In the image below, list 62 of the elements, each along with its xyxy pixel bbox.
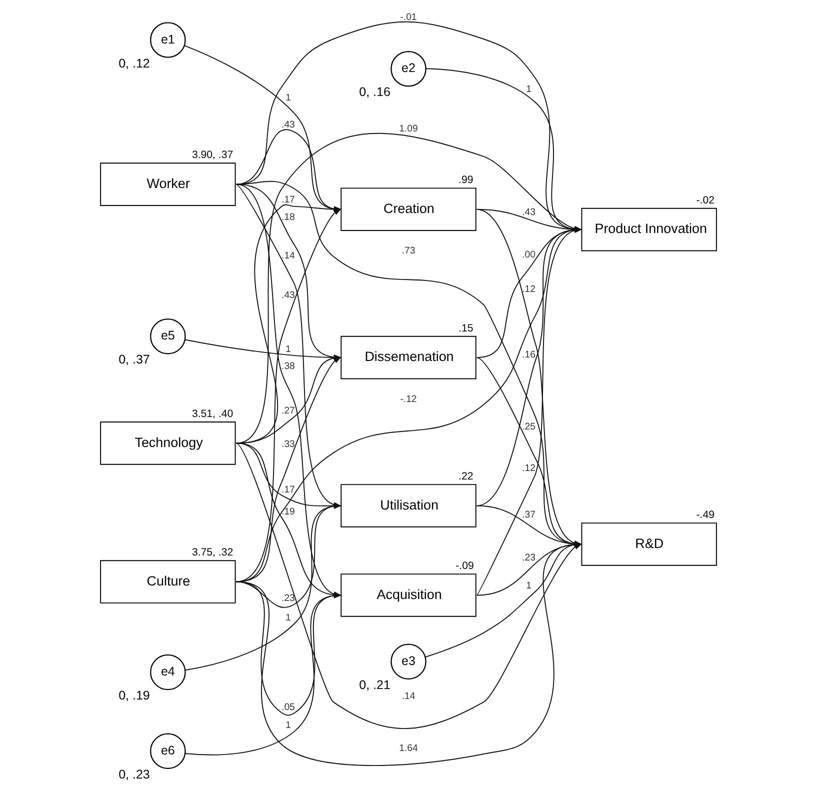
node-box: R&D (581, 522, 717, 566)
edge-label: .38 (282, 361, 295, 372)
node-label: -.09 (456, 560, 474, 572)
node-circle: e2 (390, 50, 426, 87)
node-label: 0, .19 (118, 688, 150, 703)
edge-label: 1 (526, 580, 532, 592)
node-label: 0, .23 (118, 767, 150, 782)
node-label: .99 (458, 174, 474, 186)
node-box: Acquisition (340, 574, 476, 617)
edge-label: 1.09 (399, 123, 418, 134)
edge-label: .17 (282, 484, 295, 496)
node-box: Dissemenation (340, 336, 476, 380)
edge-label: .12 (522, 463, 536, 474)
edge-label: .05 (282, 702, 295, 713)
edge-label: 1 (286, 612, 291, 624)
edge-label: .37 (522, 509, 536, 520)
edge-label: -.01 (400, 12, 417, 23)
node-circle: e6 (150, 733, 186, 770)
edge-label: .73 (402, 246, 416, 257)
edge-label: .16 (522, 350, 536, 361)
edge-label: 1 (286, 344, 291, 355)
node-circle: e4 (150, 654, 186, 690)
node-box: Product Innovation (581, 208, 717, 252)
edge-label: .00 (522, 249, 536, 260)
node-label: 0, .21 (359, 678, 390, 692)
node-box: Worker (100, 162, 236, 206)
node-label: 3.75, .32 (192, 546, 234, 559)
edge-label: .12 (522, 284, 536, 296)
node-label: 3.90, .37 (192, 149, 234, 162)
edge-label: .18 (282, 212, 295, 223)
node-box: Culture (100, 560, 236, 604)
edge-label: .33 (282, 439, 295, 450)
node-label: 0, .37 (118, 352, 150, 367)
edge-label: .23 (522, 552, 536, 564)
node-box: Technology (100, 422, 236, 465)
node-label: 3.51, .40 (192, 408, 234, 420)
node-label: -.02 (696, 194, 714, 206)
edge-label: 1.64 (399, 743, 418, 754)
node-box: Creation (340, 188, 476, 231)
node-label: .15 (458, 322, 474, 334)
edge-label: .14 (402, 691, 416, 702)
edge-label: .23 (282, 593, 295, 604)
edge-label: .43 (282, 120, 295, 131)
node-circle: e3 (390, 644, 426, 680)
edge-label: .14 (282, 250, 295, 262)
edge-label: .27 (282, 405, 295, 416)
edge-label: -.12 (400, 394, 417, 405)
edge-label: .19 (282, 506, 295, 518)
edge-label: .17 (282, 194, 295, 206)
node-label: 0, .12 (118, 56, 150, 70)
edge-label: 1 (526, 84, 532, 95)
edge-label: 1 (286, 92, 291, 104)
edge-label: 1 (286, 720, 291, 732)
node-box: Utilisation (340, 484, 476, 528)
edge-label: .43 (522, 207, 536, 218)
node-circle: e1 (150, 22, 186, 58)
edge-label: .25 (522, 422, 536, 433)
node-circle: e5 (150, 318, 186, 354)
node-label: .22 (458, 470, 474, 483)
node-label: -.49 (696, 509, 714, 522)
node-label: 0, .16 (359, 85, 390, 100)
edge-label: .43 (282, 290, 295, 301)
